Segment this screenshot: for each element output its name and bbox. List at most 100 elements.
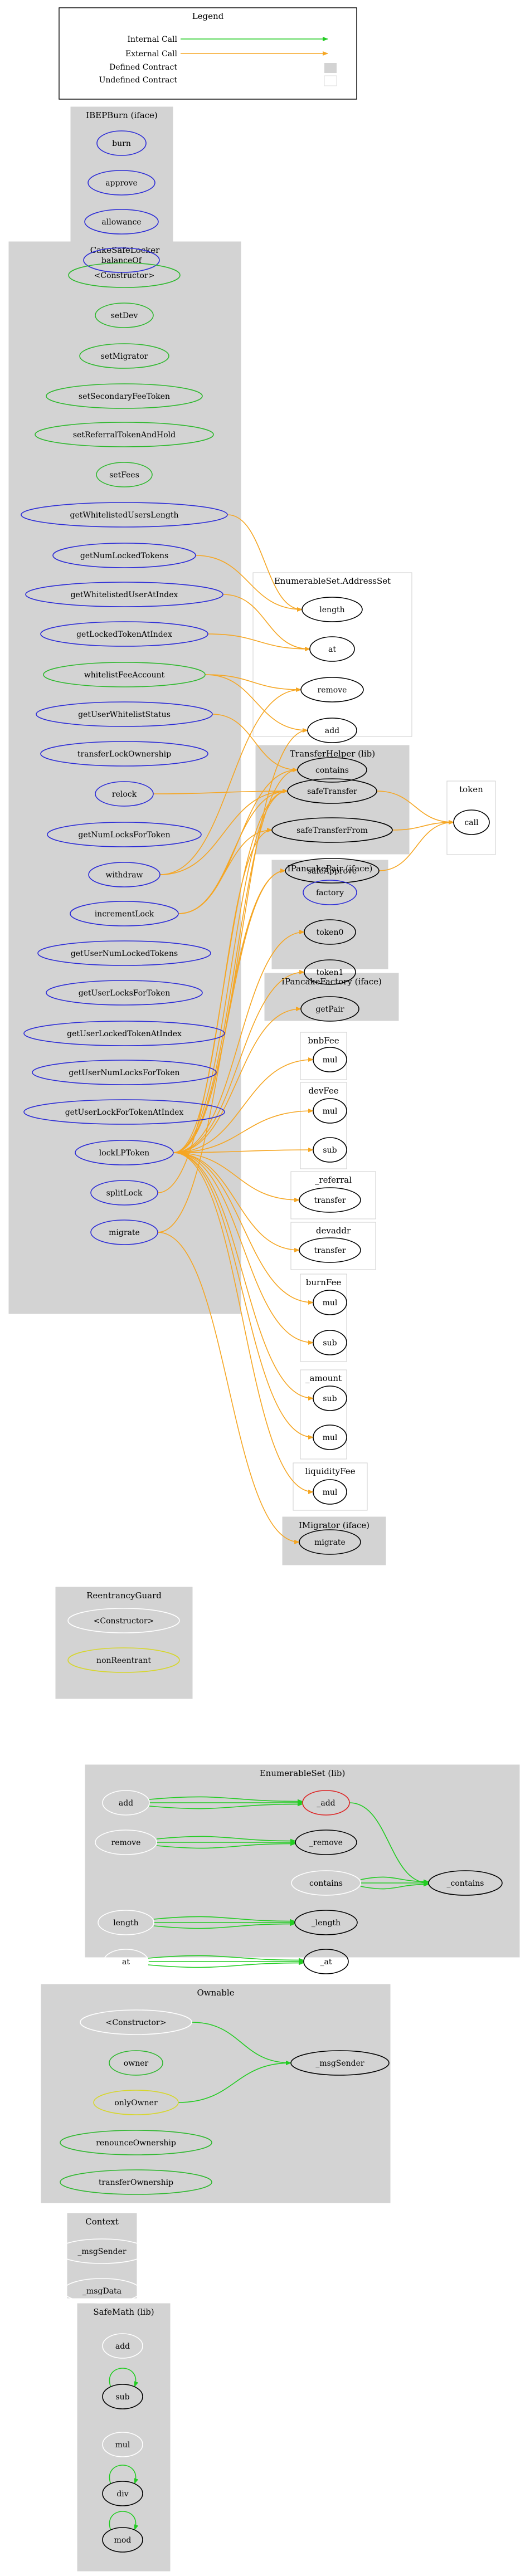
node-esa-add[interactable]: add	[307, 718, 357, 743]
node-ellipse	[102, 2432, 143, 2457]
node-th-safetransferfrom[interactable]: safeTransferFrom	[271, 817, 393, 843]
edge-csl-locklptoken-to-esa-contains	[173, 768, 298, 1153]
edge-csl-getwhitelisteduseratindex-to-esa-at	[222, 594, 310, 651]
node-csl-getwhitelisteduseratindex[interactable]: getWhitelistedUserAtIndex	[25, 582, 223, 607]
node-ellipse	[313, 1047, 347, 1072]
node-csl-setreferraltokenandhold[interactable]: setReferralTokenAndHold	[35, 422, 214, 447]
node-bnbfee-mul[interactable]: mul	[313, 1047, 347, 1072]
node-es-remove[interactable]: _remove	[295, 1829, 357, 1855]
node-csl-getusernumlocksfortoken[interactable]: getUserNumLocksForToken	[32, 1060, 217, 1085]
node-sm-mul[interactable]: mul	[102, 2432, 143, 2457]
node-label: nonReentrant	[96, 1656, 151, 1665]
node-label: relock	[112, 790, 137, 799]
node-th-safetransfer[interactable]: safeTransfer	[287, 778, 377, 804]
node-label: getUserLocksForToken	[79, 989, 171, 998]
node-ibepburn-burn[interactable]: burn	[96, 130, 147, 156]
node-esa-contains[interactable]: contains	[297, 757, 367, 783]
node-ellipse	[40, 621, 208, 647]
node-ibepburn-allowance[interactable]: allowance	[84, 209, 159, 235]
node-liquidityfee-mul[interactable]: mul	[313, 1479, 347, 1505]
node-th-safeapprove[interactable]: safeApprove	[285, 858, 380, 884]
node-esa-at[interactable]: at	[309, 636, 355, 662]
node-csl-setfees[interactable]: setFees	[96, 462, 153, 487]
node-es-at[interactable]: at	[103, 1949, 149, 1974]
node-referral-transfer[interactable]: transfer	[299, 1187, 361, 1213]
node-es-length[interactable]: _length	[294, 1910, 358, 1935]
node-csl-getnumlockedtokens[interactable]: getNumLockedTokens	[52, 543, 196, 568]
node-sm-div[interactable]: div	[102, 2481, 143, 2506]
node-csl-setmigrator[interactable]: setMigrator	[79, 343, 169, 369]
node-es-at[interactable]: _at	[303, 1949, 349, 1974]
edge-layer	[109, 514, 454, 2530]
node-label: incrementLock	[95, 910, 154, 919]
node-esa-length[interactable]: length	[302, 597, 363, 622]
node-ellipse	[36, 701, 213, 727]
node-csl-splitlock[interactable]: splitLock	[90, 1180, 158, 1206]
node-sm-add[interactable]: add	[102, 2333, 143, 2359]
node-esa-remove[interactable]: remove	[300, 677, 364, 702]
edge-csl-getuserwhiteliststatus-to-esa-contains	[212, 714, 298, 772]
node-devfee-sub[interactable]: sub	[313, 1137, 347, 1163]
edge-csl-locklptoken-to-th-safetransfer	[173, 789, 288, 1153]
node-csl-withdraw[interactable]: withdraw	[88, 862, 161, 887]
node-amount-sub[interactable]: sub	[313, 1385, 347, 1411]
node-ow-transferownership[interactable]: transferOwnership	[60, 2169, 212, 2195]
node-es-contains[interactable]: _contains	[428, 1870, 503, 1896]
node-token-call[interactable]: call	[453, 809, 490, 835]
node-label: mul	[323, 1433, 338, 1442]
node-label: _contains	[447, 1879, 484, 1888]
node-csl-migrate[interactable]: migrate	[90, 1219, 158, 1245]
node-devfee-mul[interactable]: mul	[313, 1098, 347, 1124]
node-sm-mod[interactable]: mod	[102, 2527, 143, 2553]
node-ipp-token1[interactable]: token1	[304, 959, 356, 985]
node-ellipse	[87, 170, 155, 196]
node-es-remove[interactable]: remove	[95, 1829, 157, 1855]
node-ipp-token0[interactable]: token0	[304, 919, 356, 945]
node-es-add[interactable]: _add	[302, 1790, 350, 1816]
node-ellipse	[313, 1424, 347, 1450]
node-burnfee-sub[interactable]: sub	[313, 1330, 347, 1355]
edge-csl-getwhitelisteduserslength-to-esa-length	[227, 514, 303, 612]
node-csl-transferlockownership[interactable]: transferLockOwnership	[40, 741, 208, 767]
cluster-devfee: devFee	[300, 1082, 347, 1169]
node-burnfee-mul[interactable]: mul	[313, 1290, 347, 1315]
node-ipf-getpair[interactable]: getPair	[300, 996, 359, 1022]
node-es-add[interactable]: add	[102, 1790, 150, 1816]
node-csl-getwhitelisteduserslength[interactable]: getWhitelistedUsersLength	[21, 502, 228, 528]
node-ctx-msgsender[interactable]: _msgSender	[56, 2238, 148, 2264]
node-csl-whitelistfeeaccount[interactable]: whitelistFeeAccount	[43, 662, 206, 687]
node-amount-mul[interactable]: mul	[313, 1424, 347, 1450]
node-csl-getlockedtokenatindex[interactable]: getLockedTokenAtIndex	[40, 621, 208, 647]
node-ow-constructor[interactable]: <Constructor>	[80, 2009, 192, 2035]
node-es-contains[interactable]: contains	[291, 1870, 361, 1896]
node-csl-getuserwhiteliststatus[interactable]: getUserWhitelistStatus	[36, 701, 213, 727]
node-csl-constructor[interactable]: <Constructor>	[68, 262, 181, 288]
node-label: add	[325, 726, 339, 735]
node-ibepburn-approve[interactable]: approve	[87, 170, 155, 196]
node-csl-getnumlocksfortoken[interactable]: getNumLocksForToken	[47, 822, 202, 847]
node-csl-incrementlock[interactable]: incrementLock	[70, 901, 179, 926]
node-ow-msgsender[interactable]: _msgSender	[290, 2050, 390, 2076]
node-ellipse	[95, 303, 154, 328]
node-csl-getuserlockedtokenatindex[interactable]: getUserLockedTokenAtIndex	[23, 1021, 225, 1046]
node-csl-relock[interactable]: relock	[95, 781, 154, 807]
node-ow-renounceownership[interactable]: renounceOwnership	[60, 2130, 212, 2155]
node-ow-onlyowner[interactable]: onlyOwner	[93, 2090, 179, 2115]
node-csl-locklptoken[interactable]: lockLPToken	[75, 1140, 174, 1165]
node-rg-constructor[interactable]: <Constructor>	[67, 1608, 180, 1633]
node-csl-getuserlockfortokenatindex[interactable]: getUserLockForTokenAtIndex	[23, 1099, 225, 1125]
node-sm-sub[interactable]: sub	[102, 2384, 143, 2409]
node-rg-nonreentrant[interactable]: nonReentrant	[67, 1647, 180, 1673]
node-ctx-msgdata[interactable]: _msgData	[62, 2278, 142, 2304]
node-csl-getusernumlockedtokens[interactable]: getUserNumLockedTokens	[37, 940, 211, 966]
cluster-title: Context	[85, 2217, 119, 2227]
node-csl-setsecondaryfeetoken[interactable]: setSecondaryFeeToken	[46, 383, 203, 409]
node-es-length[interactable]: length	[98, 1910, 154, 1935]
node-csl-setdev[interactable]: setDev	[95, 303, 154, 328]
node-ipp-factory[interactable]: factory	[303, 880, 357, 905]
node-im-migrate[interactable]: migrate	[299, 1529, 361, 1555]
node-devaddr-transfer[interactable]: transfer	[299, 1237, 361, 1263]
cluster-ipancakepair: IPancakePair (iface)	[271, 860, 388, 969]
node-csl-getuserlocksfortoken[interactable]: getUserLocksForToken	[46, 980, 203, 1006]
node-ow-owner[interactable]: owner	[109, 2050, 163, 2076]
